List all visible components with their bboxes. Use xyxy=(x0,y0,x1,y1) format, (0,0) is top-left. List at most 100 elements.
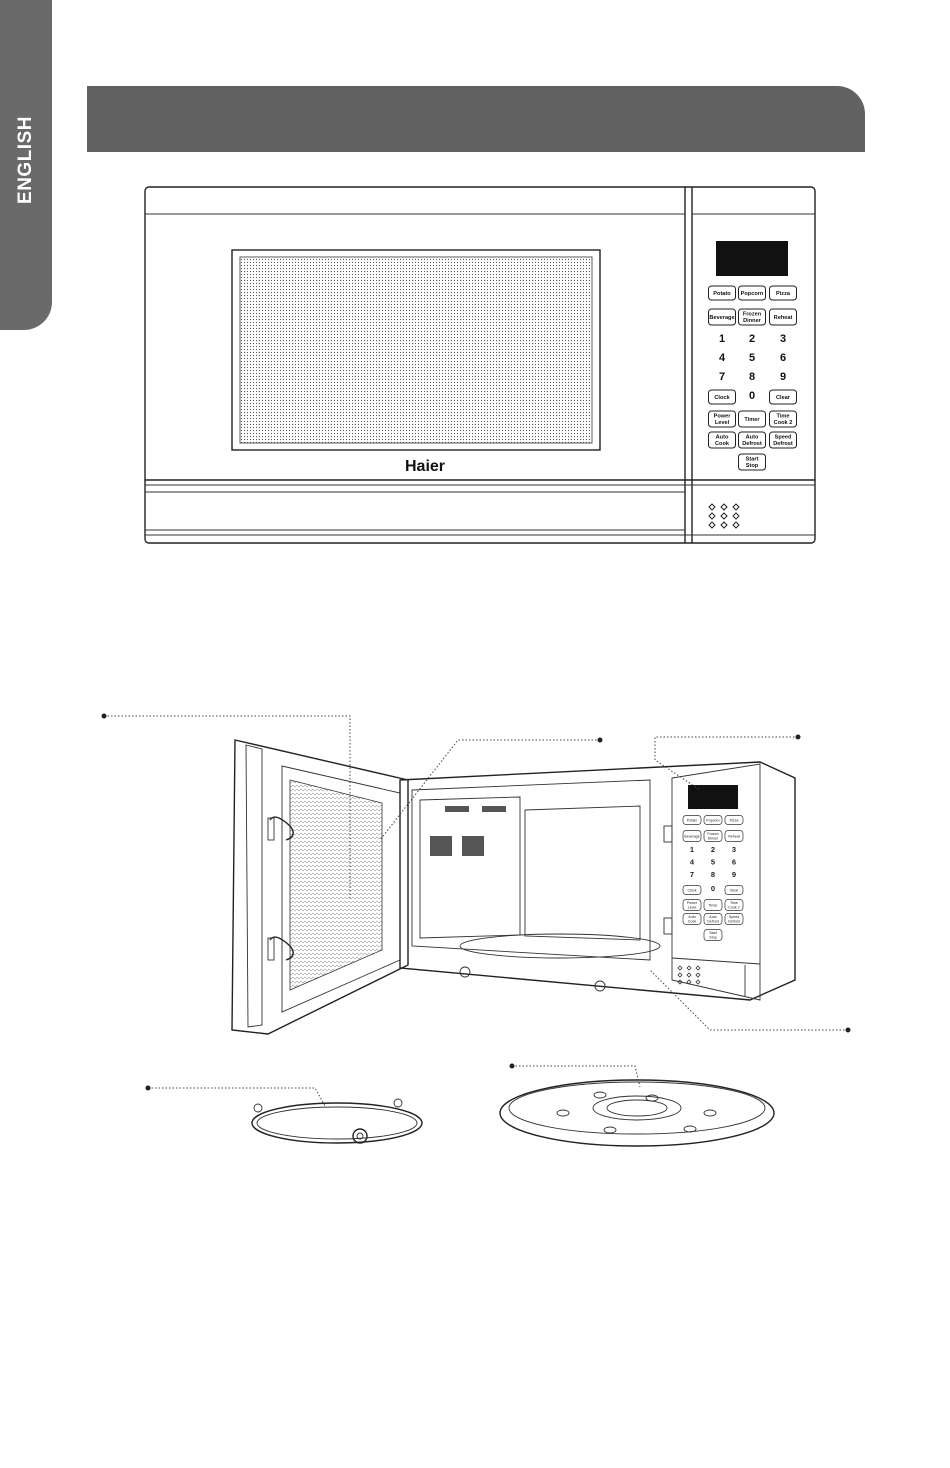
power-level-button-label: Level xyxy=(715,420,730,426)
cavity-turntable xyxy=(459,933,661,959)
door-mesh xyxy=(289,779,383,991)
timer-button-label: Timer xyxy=(744,417,760,423)
small-start-stop-button-label: Stop xyxy=(709,935,716,939)
auto-cook-button-label: Auto xyxy=(716,435,729,441)
small-digit-2[interactable]: 2 xyxy=(711,845,715,854)
beverage-button-label: Beverage xyxy=(709,315,734,321)
small-digit-0[interactable]: 0 xyxy=(711,884,715,893)
digit-9-button[interactable]: 9 xyxy=(780,371,786,383)
small-frozen-dinner-button-label: Frozen xyxy=(707,832,718,836)
small-beverage-button[interactable]: Beverage xyxy=(682,830,702,842)
small-pizza-button[interactable]: Pizza xyxy=(724,815,744,825)
popcorn-button-label: Popcorn xyxy=(741,291,764,297)
clock-button-label: Clock xyxy=(714,395,730,401)
digit-0-button[interactable]: 0 xyxy=(749,390,755,402)
digit-3-button[interactable]: 3 xyxy=(780,333,786,345)
time-cook-2-button-label: Cook 2 xyxy=(774,420,793,426)
lcd-display-small xyxy=(688,785,738,809)
small-auto-defrost-button-label: Defrost xyxy=(707,919,719,923)
small-digit-4[interactable]: 4 xyxy=(690,858,695,867)
small-frozen-dinner-button-label: Dinner xyxy=(708,836,719,840)
small-pizza-button-label: Pizza xyxy=(730,818,739,822)
digit-2-button[interactable]: 2 xyxy=(749,333,755,345)
small-potato-button-label: Potato xyxy=(687,818,697,822)
auto-defrost-button-label: Defrost xyxy=(742,441,762,447)
digit-6-button[interactable]: 6 xyxy=(780,352,786,364)
digit-8-button[interactable]: 8 xyxy=(749,371,755,383)
glass-tray xyxy=(499,1079,775,1147)
reheat-button-label: Reheat xyxy=(774,315,793,321)
small-digit-6[interactable]: 6 xyxy=(732,858,736,867)
small-clock-button[interactable]: Clock xyxy=(682,885,702,895)
small-timer-button-label: Timer xyxy=(708,903,718,907)
speaker-holes xyxy=(708,503,740,529)
pizza-button-label: Pizza xyxy=(776,291,791,297)
small-reheat-button-label: Reheat xyxy=(728,834,740,838)
control-panel-open xyxy=(671,763,761,1001)
digit-5-button[interactable]: 5 xyxy=(749,352,755,364)
speed-defrost-button-label: Defrost xyxy=(773,441,793,447)
window-mesh xyxy=(239,256,593,444)
small-reheat-button[interactable]: Reheat xyxy=(724,830,744,842)
small-digit-7[interactable]: 7 xyxy=(690,870,694,879)
lcd-display xyxy=(716,241,788,276)
door-window xyxy=(231,249,601,451)
start-stop-button-label: Start xyxy=(746,457,759,463)
frozen-dinner-button-label: Frozen xyxy=(743,312,762,318)
oven-cavity xyxy=(411,779,651,961)
small-potato-button[interactable]: Potato xyxy=(682,815,702,825)
small-speed-defrost-button-label: Defrost xyxy=(728,919,740,923)
potato-button-label: Potato xyxy=(713,291,731,297)
small-digit-9[interactable]: 9 xyxy=(732,870,736,879)
small-power-level-button-label: Power xyxy=(687,901,698,905)
digit-1-button[interactable]: 1 xyxy=(719,333,725,345)
pizza-button[interactable]: Pizza xyxy=(769,285,797,301)
reheat-button[interactable]: Reheat xyxy=(769,308,797,326)
small-clear-button-label: Clear xyxy=(730,888,739,892)
language-tab: ENGLISH xyxy=(0,0,52,330)
small-digit-3[interactable]: 3 xyxy=(732,845,736,854)
small-digit-1[interactable]: 1 xyxy=(690,845,694,854)
small-popcorn-button[interactable]: Popcorn xyxy=(703,815,723,825)
auto-cook-button-label: Cook xyxy=(715,441,730,447)
timer-button[interactable]: Timer xyxy=(738,410,766,428)
popcorn-button[interactable]: Popcorn xyxy=(738,285,766,301)
small-auto-defrost-button-label: Auto xyxy=(709,915,716,919)
beverage-button[interactable]: Beverage xyxy=(708,308,736,326)
small-timer-button[interactable]: Timer xyxy=(703,899,723,911)
open-door xyxy=(231,739,409,1035)
time-cook-2-button-label: Time xyxy=(777,414,790,420)
small-digit-5[interactable]: 5 xyxy=(711,858,715,867)
auto-defrost-button-label: Auto xyxy=(746,435,759,441)
small-clear-button[interactable]: Clear xyxy=(724,885,744,895)
digit-7-button[interactable]: 7 xyxy=(719,371,725,383)
clock-button[interactable]: Clock xyxy=(708,389,736,405)
small-digit-8[interactable]: 8 xyxy=(711,870,715,879)
section-header-bar xyxy=(87,86,865,152)
small-time-cook-2-button-label: Cook 2 xyxy=(728,905,739,909)
small-power-level-button-label: Level xyxy=(688,905,697,909)
potato-button[interactable]: Potato xyxy=(708,285,736,301)
digit-4-button[interactable]: 4 xyxy=(719,352,726,364)
small-auto-cook-button-label: Auto xyxy=(688,915,695,919)
callout-leaders xyxy=(101,713,851,1107)
small-time-cook-2-button-label: Time xyxy=(730,901,738,905)
speed-defrost-button-label: Speed xyxy=(775,435,792,441)
clear-button[interactable]: Clear xyxy=(769,389,797,405)
